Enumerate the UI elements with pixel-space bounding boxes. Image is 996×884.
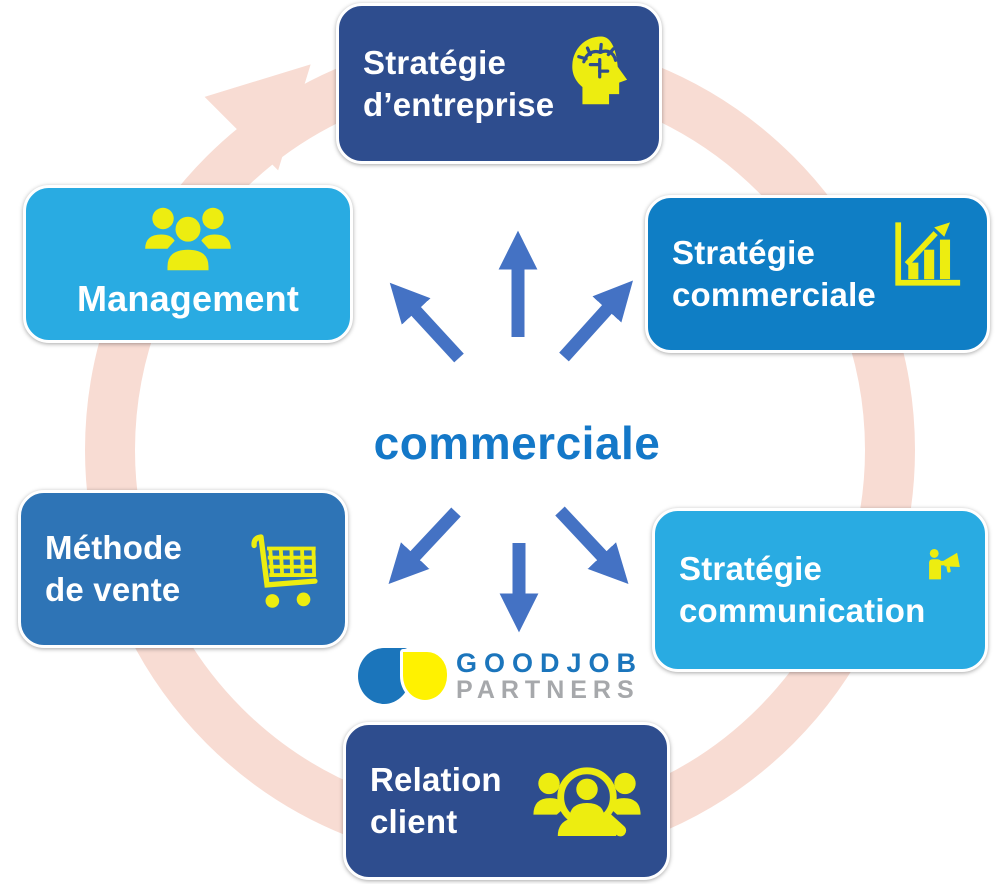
node-label-line2: communication — [679, 592, 926, 629]
node-label: Stratégie d’entreprise — [363, 42, 554, 126]
node-label-line2: commerciale — [672, 276, 876, 313]
logo-subname: PARTNERS — [456, 676, 640, 704]
node-label: Stratégie commerciale — [672, 232, 876, 316]
node-label-line1: Relation — [370, 761, 502, 799]
node-label-line1: Méthode — [45, 529, 183, 567]
goodjob-partners-logo: GOODJOB PARTNERS — [356, 644, 656, 708]
node-label: Stratégie communication — [679, 548, 925, 632]
node-label: Management — [77, 276, 299, 322]
node-label-line1: Stratégie — [672, 234, 816, 272]
node-relation-client: Relation client — [343, 722, 670, 880]
node-label-line2: de vente — [45, 571, 181, 608]
node-strategie-communication: Stratégie communication — [652, 508, 988, 672]
node-label-line2: client — [370, 803, 458, 840]
center-label: commerciale — [373, 417, 661, 469]
megaphone-person-icon — [929, 548, 961, 580]
customer-search-icon — [533, 767, 641, 837]
node-label-line1: Stratégie — [679, 550, 823, 588]
shopping-cart-icon — [251, 534, 318, 608]
node-label-line1: Stratégie — [363, 43, 507, 81]
brain-head-icon — [572, 36, 628, 104]
node-strategie-entreprise: Stratégie d’entreprise — [336, 3, 662, 164]
team-icon — [145, 207, 231, 271]
node-label: Relation client — [370, 759, 502, 843]
node-strategie-commerciale: Stratégie commerciale — [645, 195, 990, 353]
logo-yellow-drop-icon — [400, 649, 450, 703]
node-label: Méthode de vente — [45, 527, 182, 611]
node-methode-de-vente: Méthode de vente — [18, 490, 348, 648]
growth-chart-icon — [895, 222, 961, 286]
logo-name: GOODJOB — [456, 648, 644, 678]
node-management: Management — [23, 185, 353, 343]
node-label-line1: Management — [76, 278, 300, 320]
logo-text: GOODJOB PARTNERS — [456, 650, 643, 705]
node-label-line2: d’entreprise — [363, 85, 555, 123]
